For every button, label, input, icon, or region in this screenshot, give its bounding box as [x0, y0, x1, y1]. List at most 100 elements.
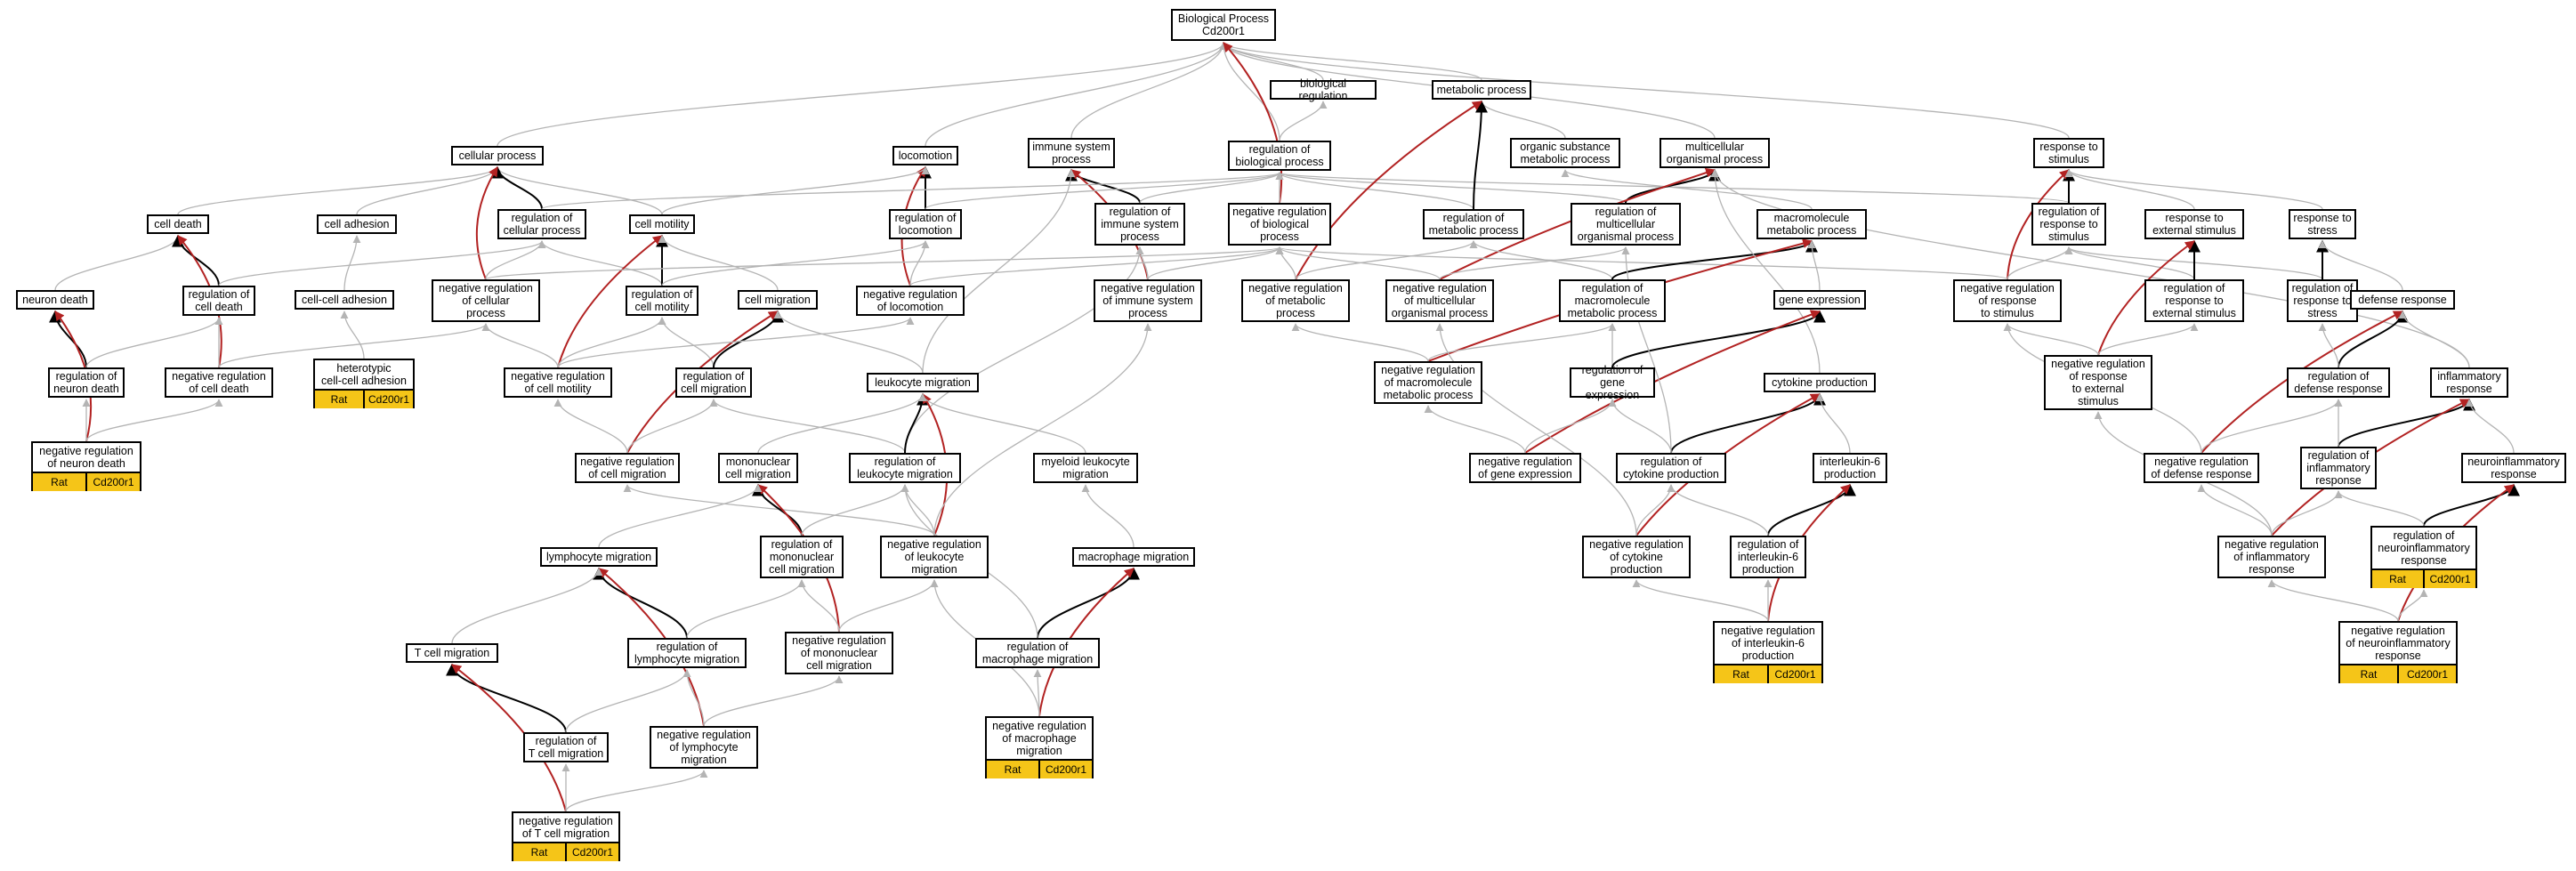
go-term-multicellular-op: multicellular organismal process [1659, 138, 1770, 168]
term-label: regulation of cell death [188, 288, 250, 313]
edge-is-a [933, 323, 1152, 536]
go-term-reg-response-to-stimulus: regulation of response to stimulus [2031, 203, 2106, 246]
edge-is-a [1219, 42, 1482, 81]
term-label: interleukin-6 production [1819, 456, 1881, 480]
gene-tag: Cd200r1 [363, 391, 413, 408]
edge-is-a [626, 399, 718, 454]
edge-regulates [491, 165, 543, 210]
edge-is-a [565, 669, 691, 733]
term-label: regulation of locomotion [894, 212, 957, 237]
edge-is-a [1295, 240, 1478, 280]
go-term-neg-reg-metabolic: negative regulation of metabolic process [1241, 279, 1350, 322]
edge-is-a [925, 172, 1284, 210]
term-label: negative regulation of cell migration [580, 456, 674, 480]
term-label: negative regulation of inflammatory resp… [2225, 538, 2319, 576]
term-label: cell death [154, 218, 202, 230]
go-term-neg-reg-gene-expression: negative regulation of gene expression [1469, 453, 1581, 483]
term-label: lymphocyte migration [545, 551, 652, 563]
edge-is-a [218, 323, 490, 368]
term-label: regulation of response to stress [2291, 282, 2354, 319]
edge-is-a [922, 169, 1076, 374]
term-label: negative regulation of macrophage migrat… [992, 720, 1086, 757]
term-label: regulation of T cell migration [528, 735, 604, 760]
term-label: myeloid leukocyte migration [1041, 456, 1130, 480]
edge-is-a [85, 317, 223, 368]
go-term-immune-system-process: immune system process [1028, 138, 1115, 168]
edge-is-a [658, 235, 779, 291]
term-label: defense response [2358, 294, 2447, 306]
go-term-neg-reg-cell-motility: negative regulation of cell motility [504, 367, 612, 398]
term-label: negative regulation of locomotion [863, 288, 957, 313]
go-term-reg-neuroinflammatory-response: regulation of neuroinflammatory response… [2370, 526, 2477, 588]
term-label: mononuclear cell migration [725, 456, 791, 480]
term-label: negative regulation of defense response [2151, 456, 2252, 480]
edge-is-a [2271, 490, 2343, 536]
go-term-reg-macrophage-migration: regulation of macrophage migration [975, 638, 1100, 668]
term-label: regulation of gene expression [1581, 364, 1643, 401]
term-label: negative regulation of cell death [172, 370, 266, 395]
term-label: negative regulation of macromolecule met… [1381, 364, 1475, 401]
go-term-neg-reg-cell-death: negative regulation of cell death [165, 367, 273, 398]
go-term-neg-reg-immune: negative regulation of immune system pro… [1094, 279, 1202, 322]
edge-is-a [2003, 323, 2099, 356]
edge-negatively-regulates [2007, 169, 2070, 280]
term-label: regulation of interleukin-6 production [1737, 538, 1799, 576]
edge-is-a [1276, 172, 2070, 204]
term-label: neuron death [22, 294, 88, 306]
edge-is-a [918, 393, 1086, 454]
term-label: regulation of immune system process [1101, 206, 1179, 243]
edge-regulates [1065, 168, 1141, 204]
term-label: negative regulation of neuron death [39, 445, 133, 470]
go-term-regulation-bp: regulation of biological process [1228, 141, 1331, 171]
edge-is-a [801, 484, 909, 536]
edge-is-a [356, 166, 502, 215]
go-term-gene-expression: gene expression [1773, 290, 1866, 310]
term-label: regulation of neuroinflammatory response [2378, 529, 2470, 567]
go-term-neg-reg-cellular: negative regulation of cellular process [432, 279, 540, 322]
gene-tag: Cd200r1 [2397, 665, 2456, 683]
go-term-reg-cytokine-production: regulation of cytokine production [1616, 453, 1726, 483]
go-term-neg-reg-inflammatory-response: negative regulation of inflammatory resp… [2217, 536, 2326, 578]
go-term-myeloid-migration: myeloid leukocyte migration [1033, 453, 1138, 483]
edge-is-a [493, 166, 663, 215]
go-term-neuron-death: neuron death [16, 290, 94, 310]
species-tag: Rat [513, 843, 565, 861]
term-label: cytokine production [1772, 376, 1868, 389]
edge-is-a [661, 166, 930, 215]
go-term-neg-reg-macrophage-migration: negative regulation of macrophage migrat… [985, 716, 1094, 778]
edge-is-a [686, 579, 806, 639]
edge-is-a [497, 42, 1228, 147]
edge-is-a [1632, 579, 1769, 622]
term-label: negative regulation of leukocyte migrati… [887, 538, 981, 576]
term-label: cellular process [458, 149, 537, 162]
term-label: regulation of biological process [1235, 143, 1324, 168]
edge-is-a [598, 484, 763, 548]
edge-is-a [340, 310, 365, 359]
term-label: regulation of defense response [2294, 370, 2383, 395]
term-label: inflammatory response [2437, 370, 2501, 395]
go-term-neg-reg-response-stimulus: negative regulation of response to stimu… [1953, 279, 2062, 322]
edge-is-a [658, 317, 715, 368]
term-label: regulation of inflammatory response [2306, 449, 2370, 487]
go-term-response-external: response to external stimulus [2144, 209, 2244, 239]
edge-is-a [2064, 246, 2323, 280]
go-term-reg-cell-death: regulation of cell death [182, 286, 255, 316]
edge-is-a [2197, 484, 2273, 536]
go-term-defense-response: defense response [2350, 290, 2455, 310]
edge-is-a [1427, 323, 1617, 362]
term-label: macrophage migration [1078, 551, 1190, 563]
edge-is-a [2064, 169, 2323, 210]
edge-negatively-regulates [557, 235, 663, 368]
species-tag: Rat [2340, 665, 2397, 683]
edge-is-a [85, 399, 223, 442]
go-term-cell-cell-adhesion: cell-cell adhesion [295, 290, 394, 310]
term-label: negative regulation of response to exter… [2051, 358, 2145, 407]
go-term-reg-cellular-process: regulation of cellular process [497, 209, 586, 239]
edge-is-a [553, 399, 628, 454]
term-label: regulation of lymphocyte migration [634, 641, 740, 665]
species-tag: Rat [987, 761, 1038, 778]
go-term-neg-reg-cytokine-production: negative regulation of cytokine producti… [1582, 536, 1691, 578]
edge-is-a [904, 246, 1144, 454]
